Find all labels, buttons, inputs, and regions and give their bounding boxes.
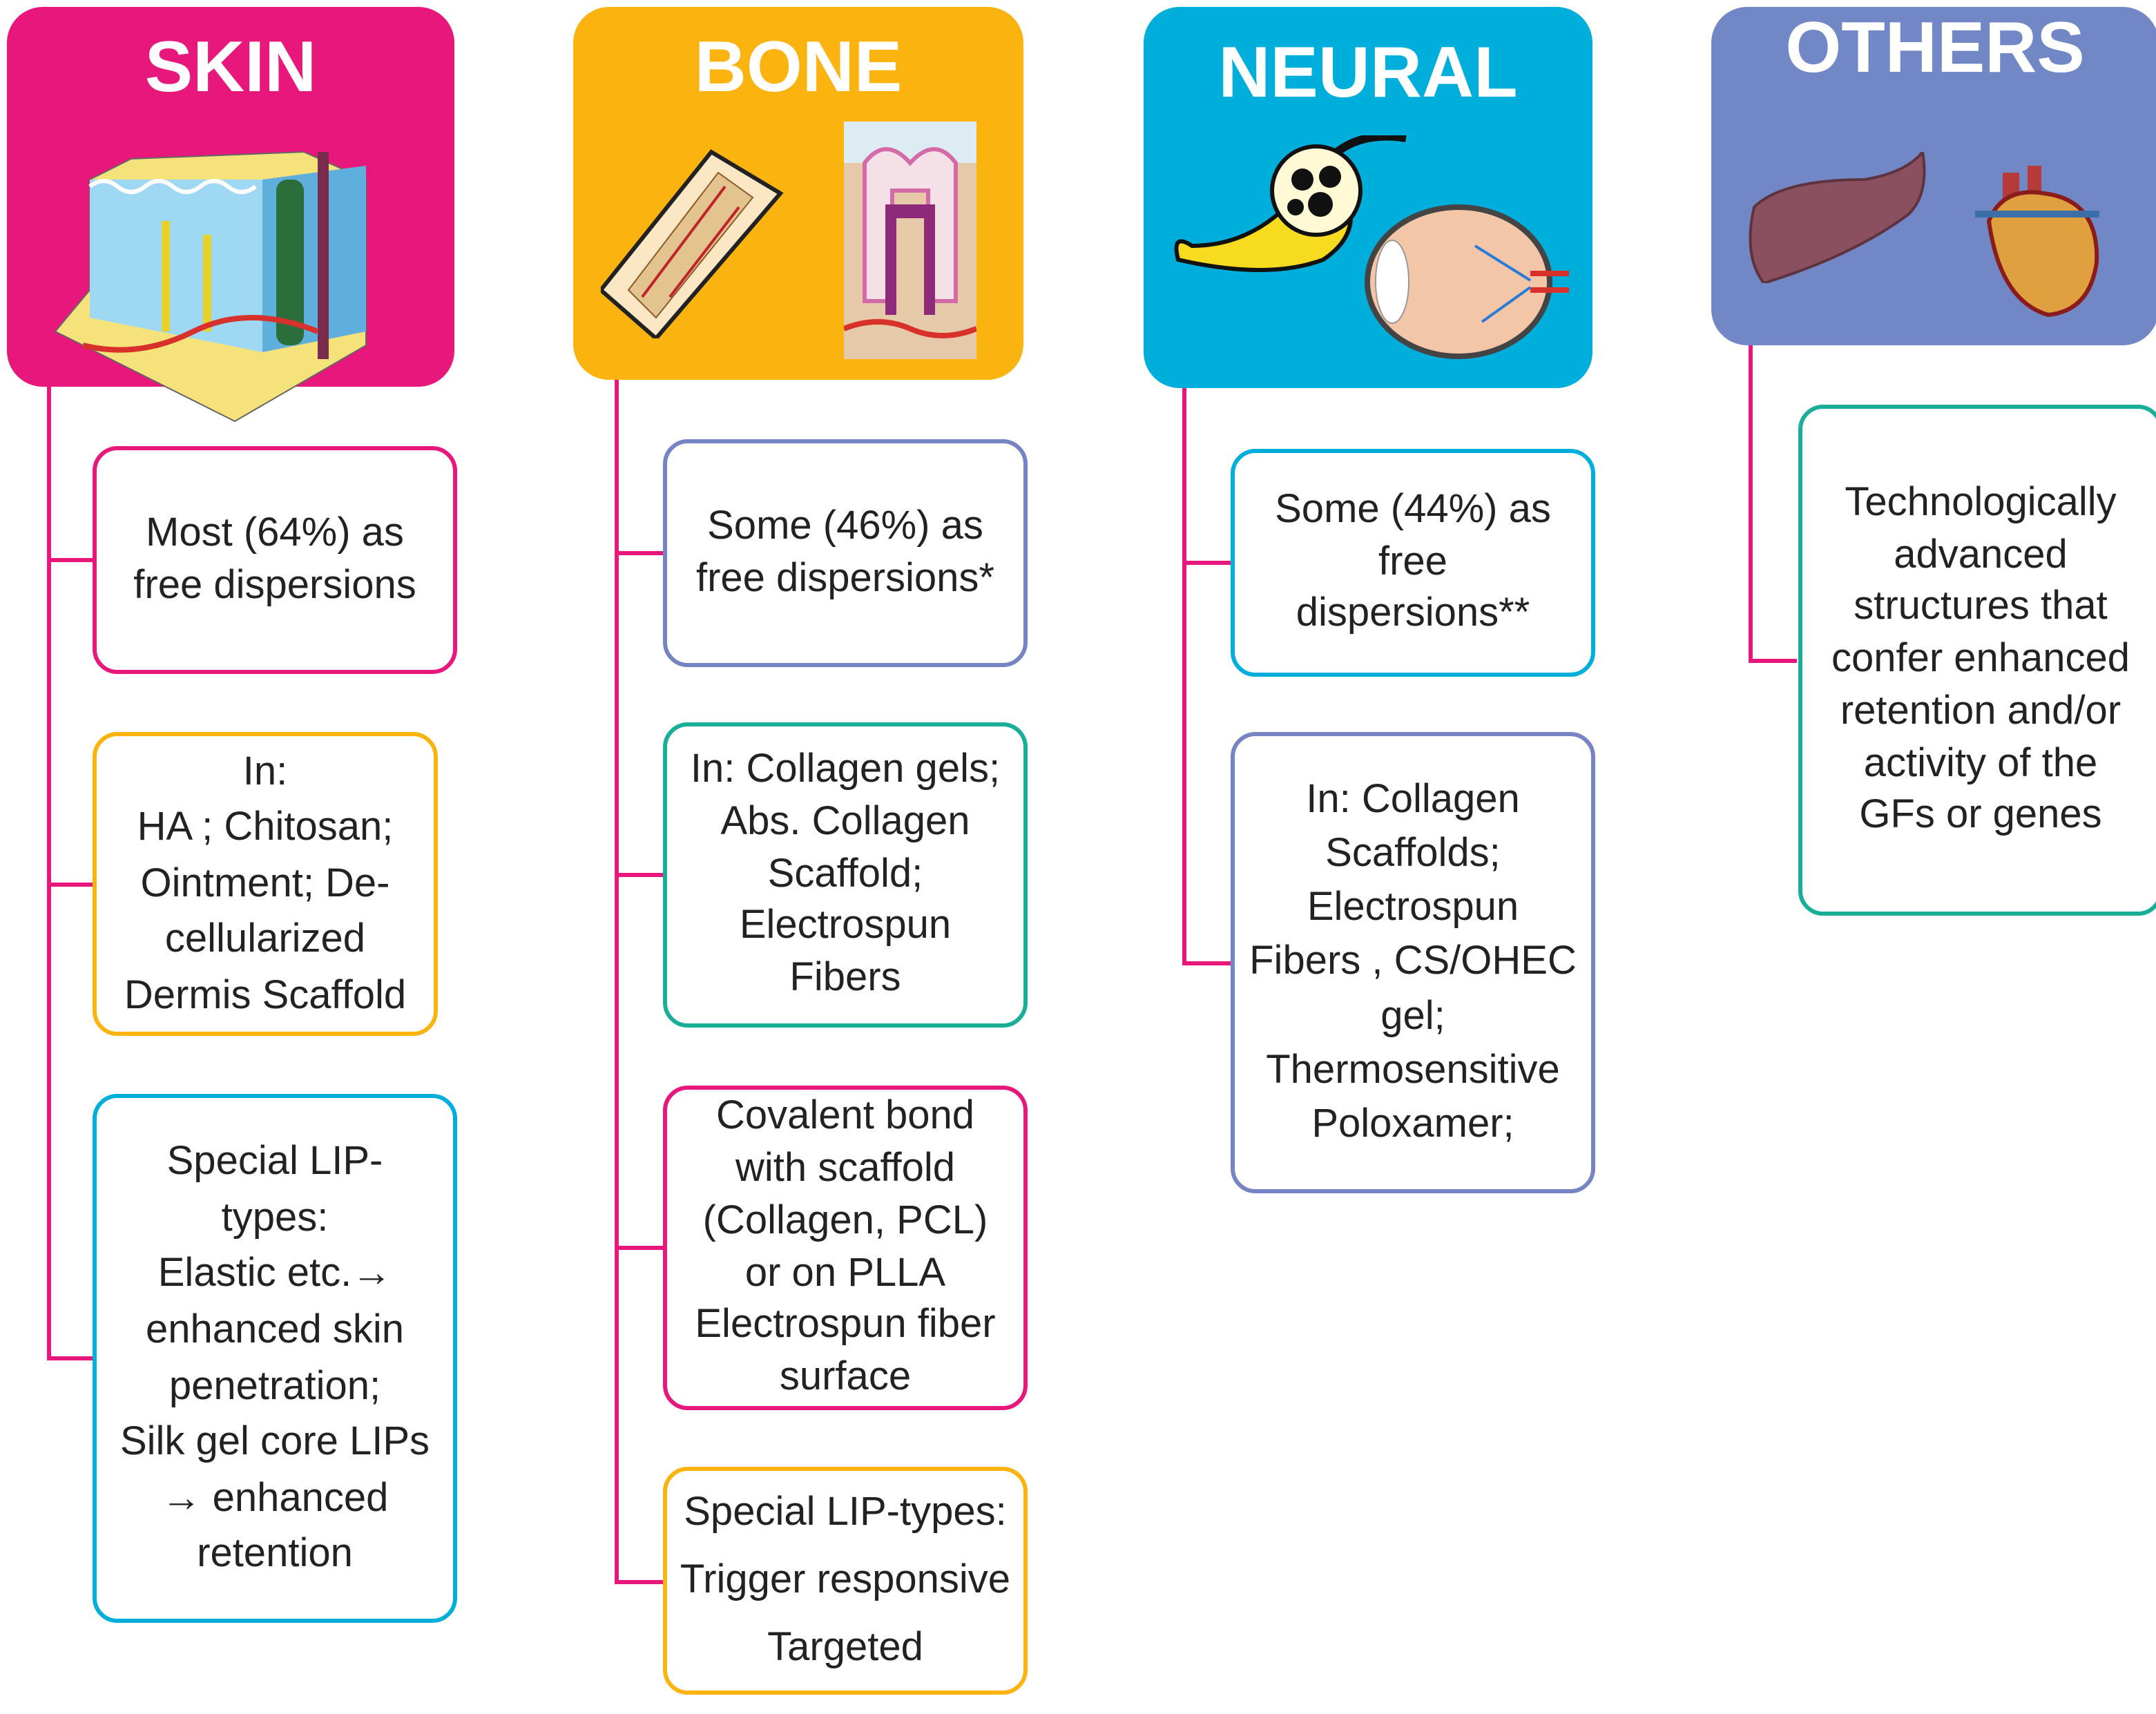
bone-box-special-lip: Special LIP-types: Trigger responsive Ta…: [663, 1467, 1028, 1695]
skin-cross-section-icon: [55, 151, 367, 423]
connector-neural: [1182, 388, 1186, 964]
bone-icon: [601, 149, 784, 338]
branch: [615, 873, 663, 877]
heart-icon: [1975, 166, 2099, 318]
header-title: BONE: [694, 28, 903, 108]
skin-box-free-dispersions: Most (64%) as free dispersions: [93, 446, 457, 674]
tooth-icon: [844, 122, 976, 359]
header-title: NEURAL: [1218, 33, 1518, 113]
branch: [615, 1580, 663, 1584]
bone-box-carriers: In: Collagen gels; Abs. Collagen Scaffol…: [663, 722, 1028, 1028]
neural-box-free-dispersions: Some (44%) as free dispersions**: [1231, 449, 1595, 677]
others-box-advanced: Technologically advanced structures that…: [1798, 405, 2156, 916]
branch: [1749, 659, 1797, 663]
branch: [1182, 961, 1231, 965]
branch: [47, 558, 93, 562]
skin-box-special-lip: Special LIP- types: Elastic etc.→ enhanc…: [93, 1094, 457, 1623]
skin-box-carriers: In: HA ; Chitosan; Ointment; De- cellula…: [93, 732, 438, 1036]
branch: [47, 883, 93, 887]
branch: [615, 551, 663, 555]
neural-box-carriers: In: Collagen Scaffolds; Electrospun Fibe…: [1231, 732, 1595, 1193]
eye-icon: [1365, 204, 1569, 359]
branch: [47, 1356, 93, 1360]
connector-others: [1749, 345, 1753, 662]
header-title: OTHERS: [1785, 8, 2085, 88]
nerve-icon: [1174, 135, 1407, 272]
bone-box-covalent: Covalent bond with scaffold (Collagen, P…: [663, 1086, 1028, 1410]
connector-skin: [47, 387, 51, 1359]
liver-icon: [1749, 152, 1926, 283]
branch: [615, 1246, 663, 1250]
connector-bone: [615, 380, 619, 1583]
branch: [1182, 561, 1231, 565]
header-title: SKIN: [144, 28, 317, 108]
bone-box-free-dispersions: Some (46%) as free dispersions*: [663, 439, 1028, 667]
